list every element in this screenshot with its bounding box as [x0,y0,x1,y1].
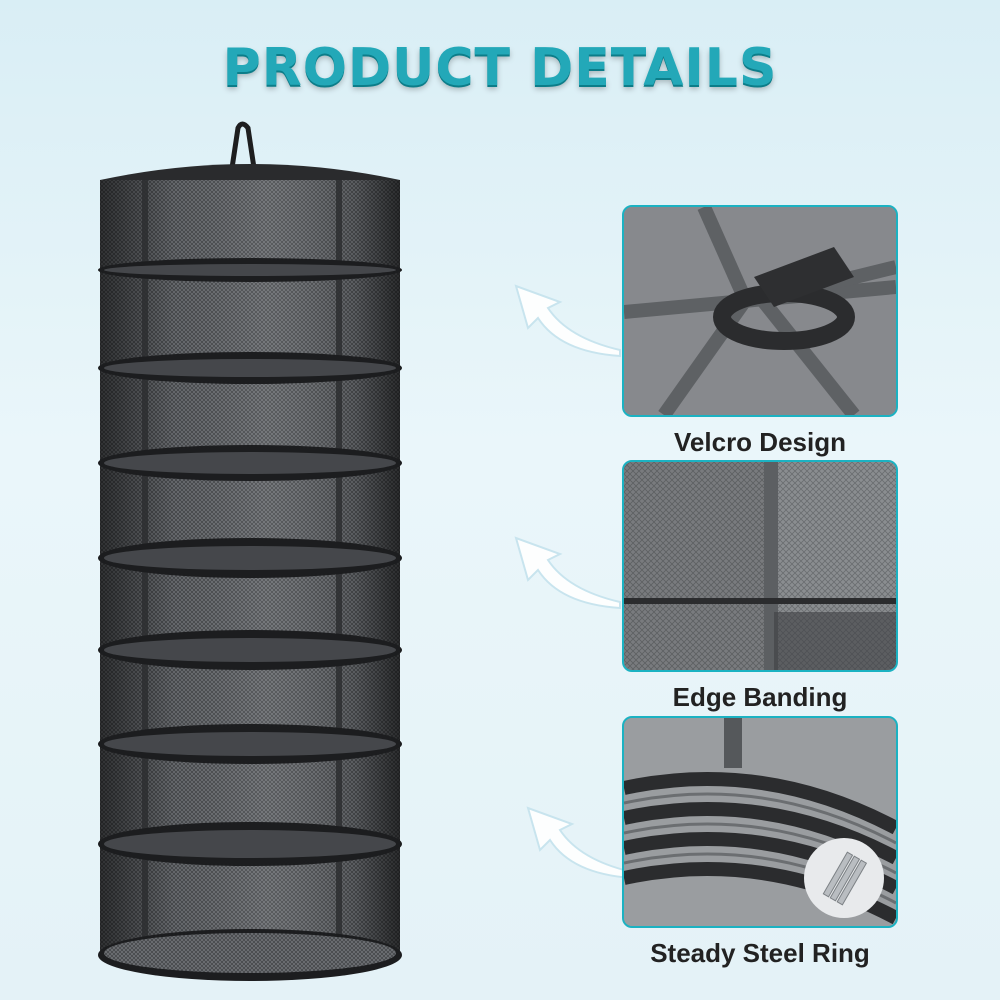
detail-label: Edge Banding [672,682,848,712]
detail-steady-steel-ring: Steady Steel Ring [622,716,898,969]
arrow-icon [520,790,640,880]
detail-label: Velcro Design [674,427,846,457]
detail-velcro-design: Velcro Design [622,205,898,458]
page-title: PRODUCT DETAILS [222,38,778,98]
velcro-strap-photo [622,205,898,417]
detail-edge-banding: Edge Banding [622,460,898,713]
arrow-icon [508,520,628,610]
arrow-icon [508,268,628,358]
edge-banding-photo [622,460,898,672]
drying-rack-illustration [98,121,402,981]
drying-rack-image [90,118,410,988]
detail-label: Steady Steel Ring [650,938,870,968]
steel-ring-photo [622,716,898,928]
hanging-hook [229,121,257,169]
